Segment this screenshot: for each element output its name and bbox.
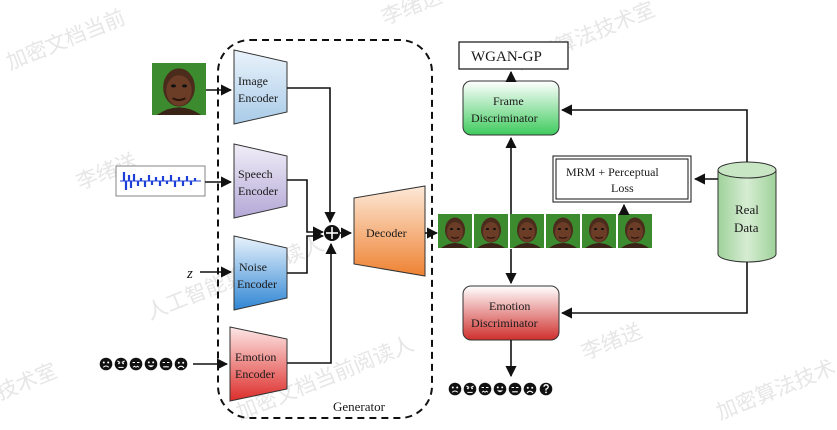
frame-discriminator-label-1: Frame <box>493 94 524 108</box>
emotion-discriminator: Emotion Discriminator <box>462 285 560 341</box>
image-encoder-label-2: Encoder <box>238 91 278 105</box>
generated-frame <box>509 213 545 249</box>
input-face-image <box>151 62 207 116</box>
noise-encoder-label-1: Noise <box>239 260 267 274</box>
speech-encoder-label-2: Encoder <box>238 184 278 198</box>
real-data-label-1: Real <box>735 202 759 217</box>
mrm-perceptual-loss-box: MRM + Perceptual Loss <box>552 155 692 203</box>
decoder: Decoder <box>353 185 426 277</box>
sad-face-icon <box>99 357 113 371</box>
emotion-encoder-label-2: Encoder <box>235 367 275 381</box>
real-data-cylinder: Real Data <box>717 161 777 263</box>
mrm-label-2: Loss <box>611 181 634 195</box>
happy-face-icon <box>144 357 158 371</box>
input-emotion-icons <box>99 357 188 371</box>
disgust-face-icon <box>478 382 492 396</box>
angry-face-icon <box>463 382 477 396</box>
watermark-7: 李绪送 <box>578 319 645 365</box>
image-encoder-label-1: Image <box>238 74 268 88</box>
watermark-8: 技术室 <box>0 359 60 405</box>
emotion-discriminator-label-1: Emotion <box>489 299 530 313</box>
wgan-gp-label: WGAN-GP <box>471 49 542 65</box>
noise-encoder: Noise Encoder <box>233 235 288 311</box>
neutral-face-icon <box>159 357 173 371</box>
emotion-encoder: Emotion Encoder <box>229 326 288 402</box>
noise-input-z: z <box>186 266 193 282</box>
frame-discriminator-label-2: Discriminator <box>471 111 538 125</box>
real-data-label-2: Data <box>734 220 759 235</box>
speech-encoder: Speech Encoder <box>233 143 288 219</box>
wgan-gp-box: WGAN-GP <box>458 41 569 70</box>
generated-frame <box>545 213 581 249</box>
noise-encoder-label-2: Encoder <box>237 277 277 291</box>
generated-frames-strip <box>437 213 653 249</box>
generated-frame <box>473 213 509 249</box>
disgust-face-icon <box>129 357 143 371</box>
generated-frame <box>581 213 617 249</box>
emotion-encoder-label-1: Emotion <box>235 350 276 364</box>
watermark-2: 李绪送 <box>378 0 445 30</box>
sad-face-icon <box>448 382 462 396</box>
angry-face-icon <box>114 357 128 371</box>
emotion-discriminator-label-2: Discriminator <box>471 316 538 330</box>
decoder-label: Decoder <box>366 226 407 240</box>
question-mark-icon <box>539 382 553 396</box>
generated-frame <box>437 213 473 249</box>
neutral-face-icon <box>508 382 522 396</box>
generator-boundary <box>217 39 433 419</box>
image-encoder: Image Encoder <box>233 49 288 125</box>
output-emotion-icons <box>448 382 553 396</box>
speech-encoder-label-1: Speech <box>238 167 273 181</box>
generator-label: Generator <box>333 399 386 414</box>
frown-face-icon <box>523 382 537 396</box>
frown-face-icon <box>174 357 188 371</box>
audio-waveform-icon <box>115 165 206 197</box>
watermark-9: 加密算法技术 <box>713 355 837 424</box>
happy-face-icon <box>493 382 507 396</box>
mrm-label-1: MRM + Perceptual <box>566 165 659 179</box>
watermark-1: 加密文档当前 <box>3 5 129 74</box>
generated-frame <box>617 213 653 249</box>
frame-discriminator: Frame Discriminator <box>462 80 560 136</box>
concat-operator-icon <box>324 225 340 241</box>
